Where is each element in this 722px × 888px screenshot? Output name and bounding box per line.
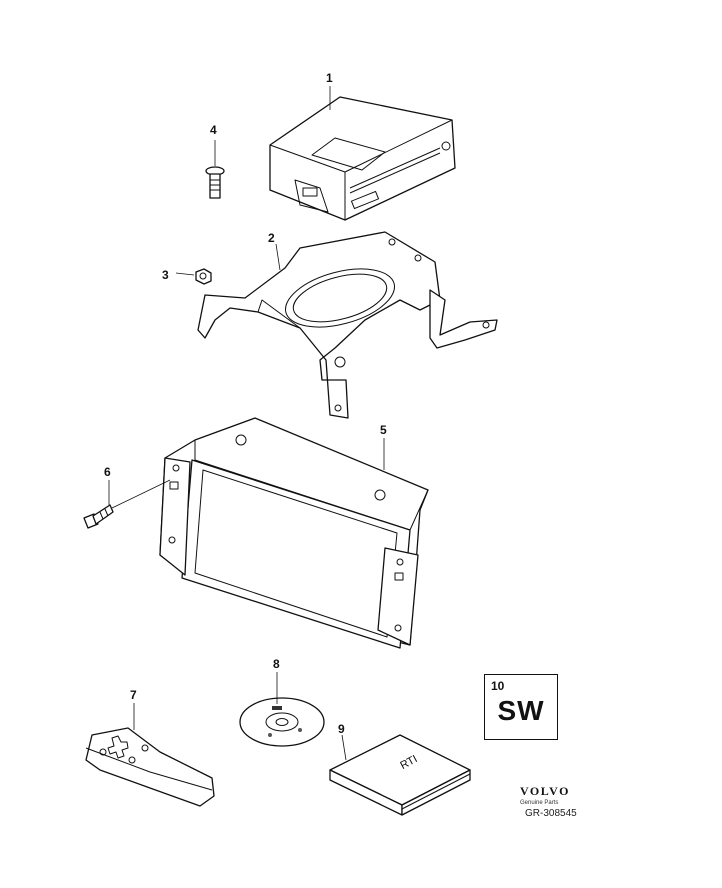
callout-3: 3 bbox=[162, 268, 169, 282]
callout-10: 10 bbox=[491, 679, 505, 693]
brand-tagline: Genuine Parts bbox=[520, 800, 559, 806]
callout-1: 1 bbox=[326, 71, 333, 85]
part-7-remote-control bbox=[85, 727, 215, 807]
part-5-display-unit bbox=[159, 417, 429, 649]
part-1-navigation-unit bbox=[269, 96, 456, 221]
volvo-logo: VOLVO bbox=[520, 784, 570, 798]
part-2-bracket bbox=[197, 231, 498, 419]
callout-2: 2 bbox=[268, 231, 275, 245]
part-8-map-disc bbox=[239, 697, 325, 747]
software-box: 10 SW bbox=[484, 674, 558, 740]
diagram-reference: GR-308545 bbox=[525, 808, 577, 819]
callout-4: 4 bbox=[210, 123, 217, 137]
part-6-bolt bbox=[83, 504, 114, 529]
callout-6: 6 bbox=[104, 465, 111, 479]
part-3-nut bbox=[195, 268, 212, 285]
callout-7: 7 bbox=[130, 688, 137, 702]
software-label: SW bbox=[497, 695, 545, 726]
part-9-manual: RTI bbox=[329, 734, 471, 816]
callout-8: 8 bbox=[273, 657, 280, 671]
callout-5: 5 bbox=[380, 423, 387, 437]
brand-block: VOLVO Genuine Parts bbox=[520, 784, 600, 806]
callout-9: 9 bbox=[338, 722, 345, 736]
part-4-screw bbox=[205, 166, 225, 199]
